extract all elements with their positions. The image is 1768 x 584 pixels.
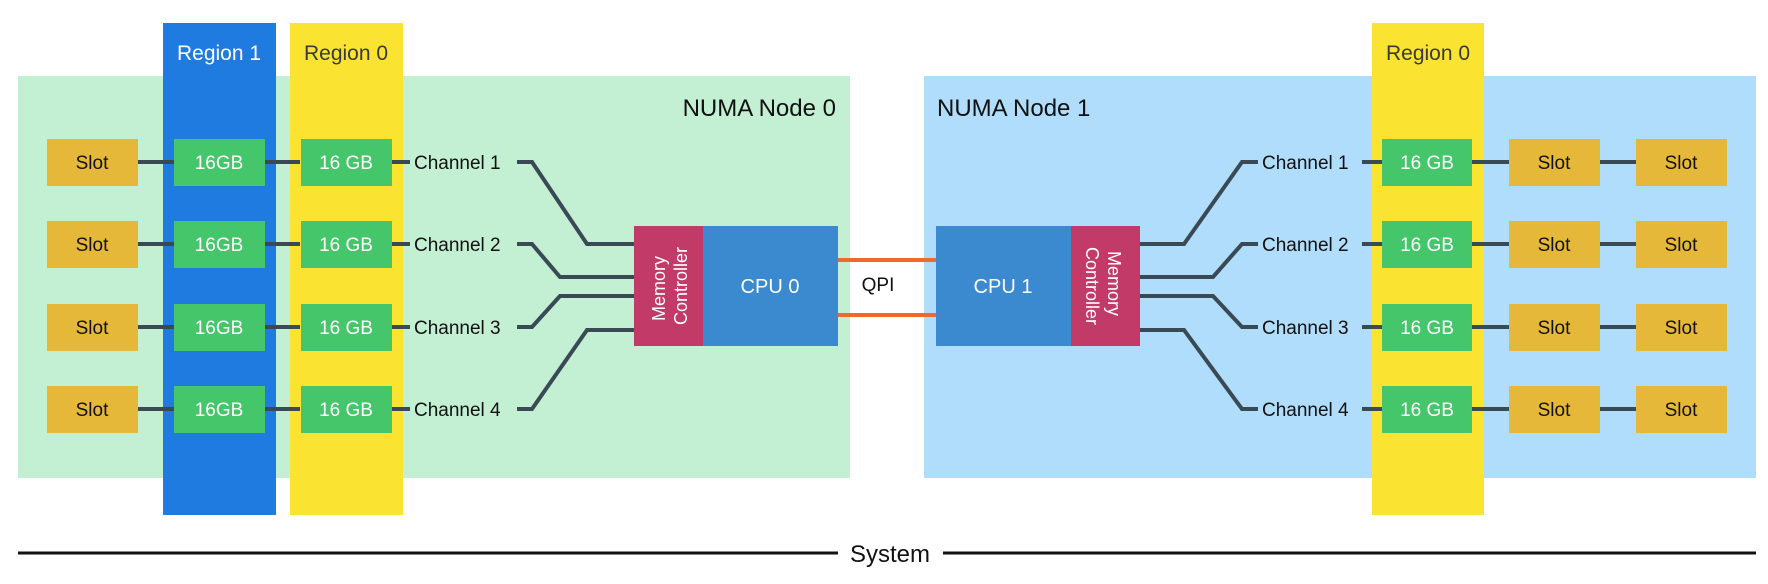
n1-r0-dimm-4-label: 16 GB — [1400, 400, 1454, 421]
n1-slot-a-2 — [1509, 221, 1600, 268]
n1-slot-b-1 — [1636, 139, 1727, 186]
n1-slot-a-1-label: Slot — [1538, 153, 1571, 174]
n1-slot-b-1-label: Slot — [1665, 153, 1698, 174]
n0-r1-dimm-2-label: 16GB — [195, 235, 244, 256]
n1-slot-a-3 — [1509, 304, 1600, 351]
n0-ch2-bus — [517, 242, 634, 279]
node1-channels: Channel 1 16 GB Slot Slot Channel 2 16 G… — [1262, 139, 1727, 433]
node0-region-0-band — [290, 23, 403, 515]
n0-r1-dimm-1-label: 16GB — [195, 153, 244, 174]
n0-slot-2-label: Slot — [76, 235, 109, 256]
n0-r0-dimm-4-label: 16 GB — [319, 400, 373, 421]
n0-r0-dimm-3-label: 16 GB — [319, 318, 373, 339]
n1-slot-a-2-label: Slot — [1538, 235, 1571, 256]
n0-r0-dimm-2 — [301, 221, 392, 268]
n0-r1-dimm-2 — [174, 221, 265, 268]
cpu-1-label: CPU 1 — [974, 276, 1033, 298]
n0-ch4-bus — [517, 328, 634, 411]
node0-region-1-band — [163, 23, 276, 515]
node0-region-1-label: Region 1 — [177, 42, 261, 65]
n1-r0-dimm-4 — [1382, 386, 1472, 433]
cpu-1 — [936, 226, 1071, 346]
n1-slot-b-2 — [1636, 221, 1727, 268]
n0-r1-dimm-3 — [174, 304, 265, 351]
n1-r0-dimm-1-label: 16 GB — [1400, 153, 1454, 174]
n1-channel-2-label: Channel 2 — [1262, 235, 1349, 256]
n1-ch4-bus — [1140, 328, 1258, 411]
n0-slot-3 — [47, 304, 138, 351]
node0-memory-controller — [634, 226, 703, 346]
n1-slot-b-3-label: Slot — [1665, 318, 1698, 339]
n1-r0-dimm-2 — [1382, 221, 1472, 268]
system-label: System — [850, 541, 930, 568]
cpu-0-label: CPU 0 — [741, 276, 800, 298]
n1-ch1-bus — [1140, 160, 1258, 246]
node0-channels: Slot 16GB 16 GB Channel 1 Slot 16GB 16 G… — [47, 139, 501, 433]
n1-channel-4-label: Channel 4 — [1262, 400, 1349, 421]
node0-memory-controller-label: Memory Controller — [649, 247, 691, 325]
n1-r0-dimm-3 — [1382, 304, 1472, 351]
numa-node-1-title: NUMA Node 1 — [937, 95, 1090, 122]
n0-r0-dimm-1 — [301, 139, 392, 186]
n0-r1-dimm-3-label: 16GB — [195, 318, 244, 339]
n0-channel-2-label: Channel 2 — [414, 235, 501, 256]
node1-memory-controller — [1071, 226, 1140, 346]
n0-channel-4-label: Channel 4 — [414, 400, 501, 421]
n1-r0-dimm-2-label: 16 GB — [1400, 235, 1454, 256]
n0-slot-1 — [47, 139, 138, 186]
n0-r1-dimm-1 — [174, 139, 265, 186]
node1-region-0-label: Region 0 — [1386, 42, 1470, 65]
n0-r1-dimm-4-label: 16GB — [195, 400, 244, 421]
n0-slot-1-label: Slot — [76, 153, 109, 174]
n0-r0-dimm-3 — [301, 304, 392, 351]
n0-slot-3-label: Slot — [76, 318, 109, 339]
node1-memory-controller-label: Memory Controller — [1082, 247, 1124, 325]
n1-slot-b-3 — [1636, 304, 1727, 351]
n1-slot-a-1 — [1509, 139, 1600, 186]
n0-r0-dimm-1-label: 16 GB — [319, 153, 373, 174]
n1-slot-a-4-label: Slot — [1538, 400, 1571, 421]
n0-slot-4 — [47, 386, 138, 433]
qpi-label: QPI — [862, 275, 895, 296]
n0-channel-3-label: Channel 3 — [414, 318, 501, 339]
n1-channel-1-label: Channel 1 — [1262, 153, 1349, 174]
n0-ch1-bus — [517, 160, 634, 246]
node1-region-0-band — [1372, 23, 1484, 515]
n0-ch3-bus — [517, 294, 634, 329]
n1-r0-dimm-3-label: 16 GB — [1400, 318, 1454, 339]
node0-region-0-label: Region 0 — [304, 42, 388, 65]
n1-slot-a-3-label: Slot — [1538, 318, 1571, 339]
n1-r0-dimm-1 — [1382, 139, 1472, 186]
n1-slot-b-2-label: Slot — [1665, 235, 1698, 256]
n1-channel-3-label: Channel 3 — [1262, 318, 1349, 339]
n1-ch3-bus — [1140, 294, 1258, 329]
n0-r0-dimm-4 — [301, 386, 392, 433]
n1-slot-a-4 — [1509, 386, 1600, 433]
n1-slot-b-4-label: Slot — [1665, 400, 1698, 421]
n0-channel-1-label: Channel 1 — [414, 153, 501, 174]
cpu-0 — [703, 226, 838, 346]
n0-slot-4-label: Slot — [76, 400, 109, 421]
n0-r0-dimm-2-label: 16 GB — [319, 235, 373, 256]
n1-slot-b-4 — [1636, 386, 1727, 433]
n0-slot-2 — [47, 221, 138, 268]
n1-ch2-bus — [1140, 242, 1258, 279]
n0-r1-dimm-4 — [174, 386, 265, 433]
numa-node-0-title: NUMA Node 0 — [683, 95, 836, 122]
